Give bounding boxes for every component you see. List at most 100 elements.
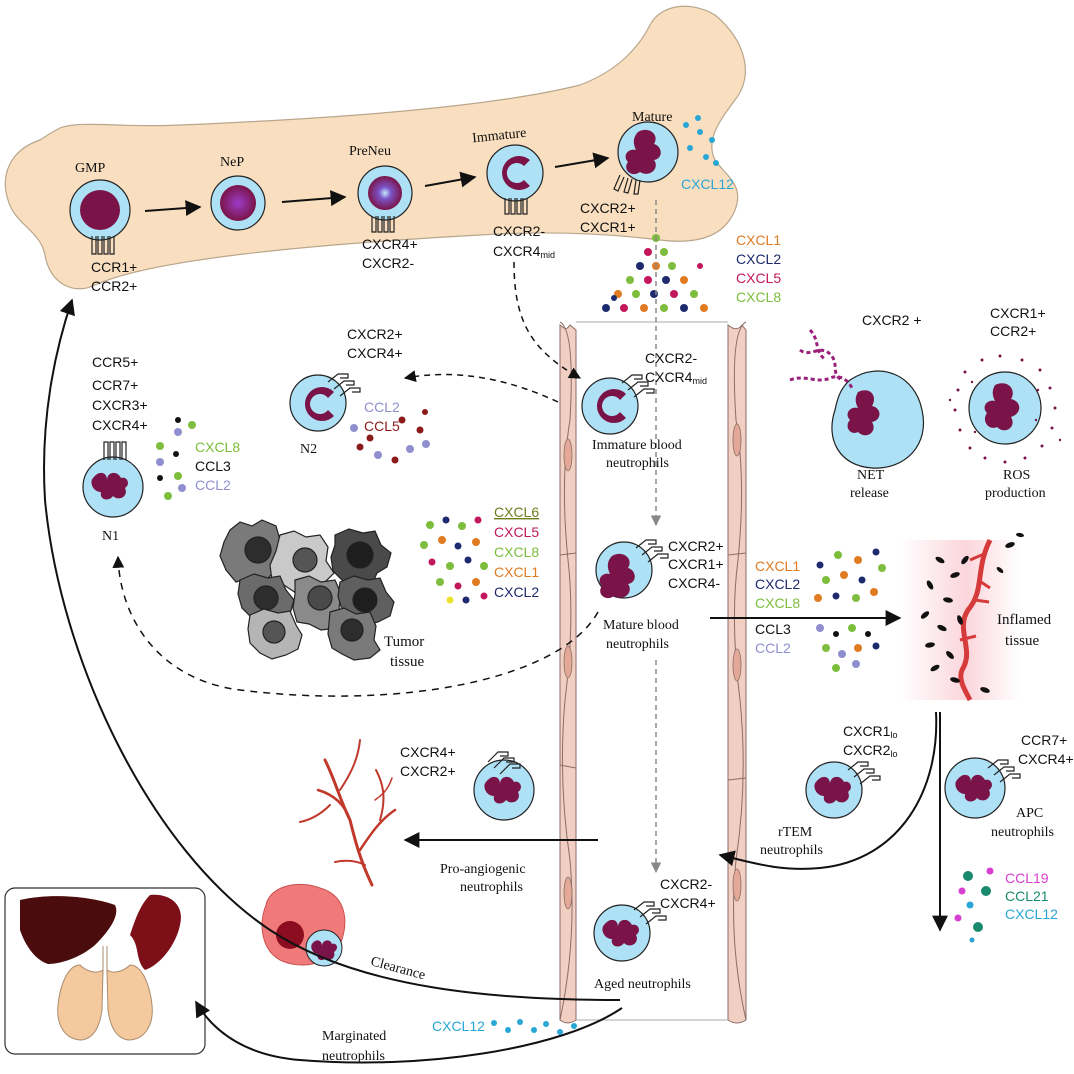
gmp-marker-2: CCR2+ — [91, 278, 137, 294]
spleen-icon — [130, 894, 181, 970]
mature-chemokine-cxcl12: CXCL12 — [681, 176, 734, 192]
inflamed-chemokine-list: CXCL1 CXCL2 CXCL8 CCL3 CCL2 — [755, 558, 800, 656]
mature-blood-label-2: neutrophils — [606, 637, 669, 652]
svg-text:CXCL8: CXCL8 — [755, 595, 800, 611]
blood-mature-marker-3: CXCR4- — [668, 575, 720, 591]
n2-neutrophil — [289, 373, 361, 432]
angio-label-2: neutrophils — [460, 880, 523, 895]
tumor-chemokine-list: CXCL6 CXCL5 CXCL8 CXCL1 CXCL2 — [494, 504, 539, 600]
n2-marker-2: CXCR4+ — [347, 345, 403, 361]
marginated-cxcl12-dots — [491, 1019, 577, 1035]
lymph-chemokine-list: CCL19 CCL21 CXCL12 — [1005, 870, 1058, 922]
stage-label-gmp: GMP — [75, 161, 106, 176]
bone-shape — [4, 5, 746, 290]
inflamed-tissue — [900, 532, 1024, 702]
n2-chemokine-ccl2: CCL2 — [364, 399, 400, 415]
apc-marker-1: CCR7+ — [1021, 732, 1067, 748]
tumor-label-1: Tumor — [384, 634, 424, 650]
n1-marker-4: CXCR4+ — [92, 417, 148, 433]
angio-marker-2: CXCR2+ — [400, 763, 456, 779]
svg-text:CXCL1: CXCL1 — [736, 232, 781, 248]
net-label-2: release — [850, 486, 889, 501]
ros-marker-1: CXCR1+ — [990, 305, 1046, 321]
preneu-marker-2: CXCR2- — [362, 255, 414, 271]
apc-label-2: neutrophils — [991, 825, 1054, 840]
release-chemokine-list: CXCL1 CXCL2 CXCL5 CXCL8 — [736, 232, 781, 305]
pro-angiogenic-neutrophil — [473, 751, 535, 821]
stage-label-mature: Mature — [632, 110, 672, 125]
lungs-icon — [57, 946, 153, 1041]
svg-text:CCL19: CCL19 — [1005, 870, 1049, 886]
stage-label-preneu: PreNeu — [349, 144, 391, 159]
stage-label-immature: Immature — [471, 126, 527, 147]
rtem-marker-1: CXCR1lo — [843, 723, 897, 740]
n1-chemokine-cxcl8: CXCL8 — [195, 439, 240, 455]
svg-text:CXCL2: CXCL2 — [755, 576, 800, 592]
stage-label-nep: NeP — [220, 155, 244, 170]
net-marker: CXCR2 + — [862, 312, 922, 328]
rtem-neutrophil — [805, 761, 881, 819]
net-release-neutrophil — [789, 328, 924, 469]
blood-mature-marker-1: CXCR2+ — [668, 538, 724, 554]
svg-text:CCL3: CCL3 — [755, 621, 791, 637]
immature-marker-2: CXCR4mid — [493, 243, 555, 260]
svg-text:CXCL12: CXCL12 — [1005, 906, 1058, 922]
nep-cell — [210, 175, 266, 231]
blood-mature-marker-2: CXCR1+ — [668, 556, 724, 572]
svg-text:CXCL8: CXCL8 — [736, 289, 781, 305]
ros-label-1: ROS — [1003, 468, 1030, 483]
aged-label: Aged neutrophils — [594, 977, 691, 992]
immature-cell — [486, 144, 544, 215]
marginated-arrow — [195, 1000, 623, 1064]
rtem-label-1: rTEM — [778, 825, 813, 840]
clearance-organs-box — [4, 887, 206, 1055]
rtem-marker-2: CXCR2lo — [843, 742, 897, 759]
blood-immature-marker-1: CXCR2- — [645, 350, 697, 366]
immature-blood-label-2: neutrophils — [606, 456, 669, 471]
mature-marker-1: CXCR2+ — [580, 200, 636, 216]
aged-marker-2: CXCR4+ — [660, 895, 716, 911]
clearance-label: Clearance — [369, 954, 427, 983]
n1-marker-1: CCR5+ — [92, 354, 138, 370]
marginated-chemokine-cxcl12: CXCL12 — [432, 1018, 485, 1034]
preneu-marker-1: CXCR4+ — [362, 236, 418, 252]
release-chemokine-dots — [602, 234, 708, 312]
n2-arrow — [403, 370, 559, 403]
n1-neutrophil — [82, 441, 144, 518]
ros-marker-2: CCR2+ — [990, 323, 1036, 339]
immature-blood-label-1: Immature blood — [592, 438, 682, 453]
inflamed-label-2: tissue — [1005, 633, 1040, 649]
immature-egress-arrow — [513, 261, 582, 379]
svg-text:CXCL5: CXCL5 — [736, 270, 781, 286]
n1-marker-3: CXCR3+ — [92, 397, 148, 413]
aged-marker-1: CXCR2- — [660, 876, 712, 892]
n1-label: N1 — [102, 529, 119, 544]
aged-neutrophil — [593, 901, 667, 962]
svg-text:CXCL1: CXCL1 — [494, 564, 539, 580]
svg-text:CXCL2: CXCL2 — [736, 251, 781, 267]
n2-chemokine-ccl5: CCL5 — [364, 418, 400, 434]
mature-cell — [613, 121, 679, 195]
maturation-arrows — [144, 152, 610, 217]
n1-chemokine-dots — [156, 417, 196, 500]
blood-immature-marker-2: CXCR4mid — [645, 369, 707, 386]
n1-arrow — [112, 555, 599, 697]
clearance-macrophage — [261, 883, 346, 967]
tumor-tissue-cells — [219, 519, 395, 661]
rtem-arrow — [718, 711, 938, 870]
angio-label-1: Pro-angiogenic — [440, 862, 526, 877]
svg-text:CCL2: CCL2 — [755, 640, 791, 656]
preneu-cell — [357, 165, 413, 233]
lymph-chemokine-dots — [954, 867, 994, 943]
marginated-label-2: neutrophils — [322, 1049, 385, 1064]
immature-marker-1: CXCR2- — [493, 223, 545, 239]
gmp-marker-1: CCR1+ — [91, 259, 137, 275]
apc-marker-2: CXCR4+ — [1018, 751, 1074, 767]
svg-text:CXCL6: CXCL6 — [494, 504, 539, 520]
n2-chemokine-dots — [350, 409, 430, 464]
svg-text:CXCL5: CXCL5 — [494, 524, 539, 540]
blood-vessel — [559, 321, 747, 1024]
angio-marker-1: CXCR4+ — [400, 744, 456, 760]
